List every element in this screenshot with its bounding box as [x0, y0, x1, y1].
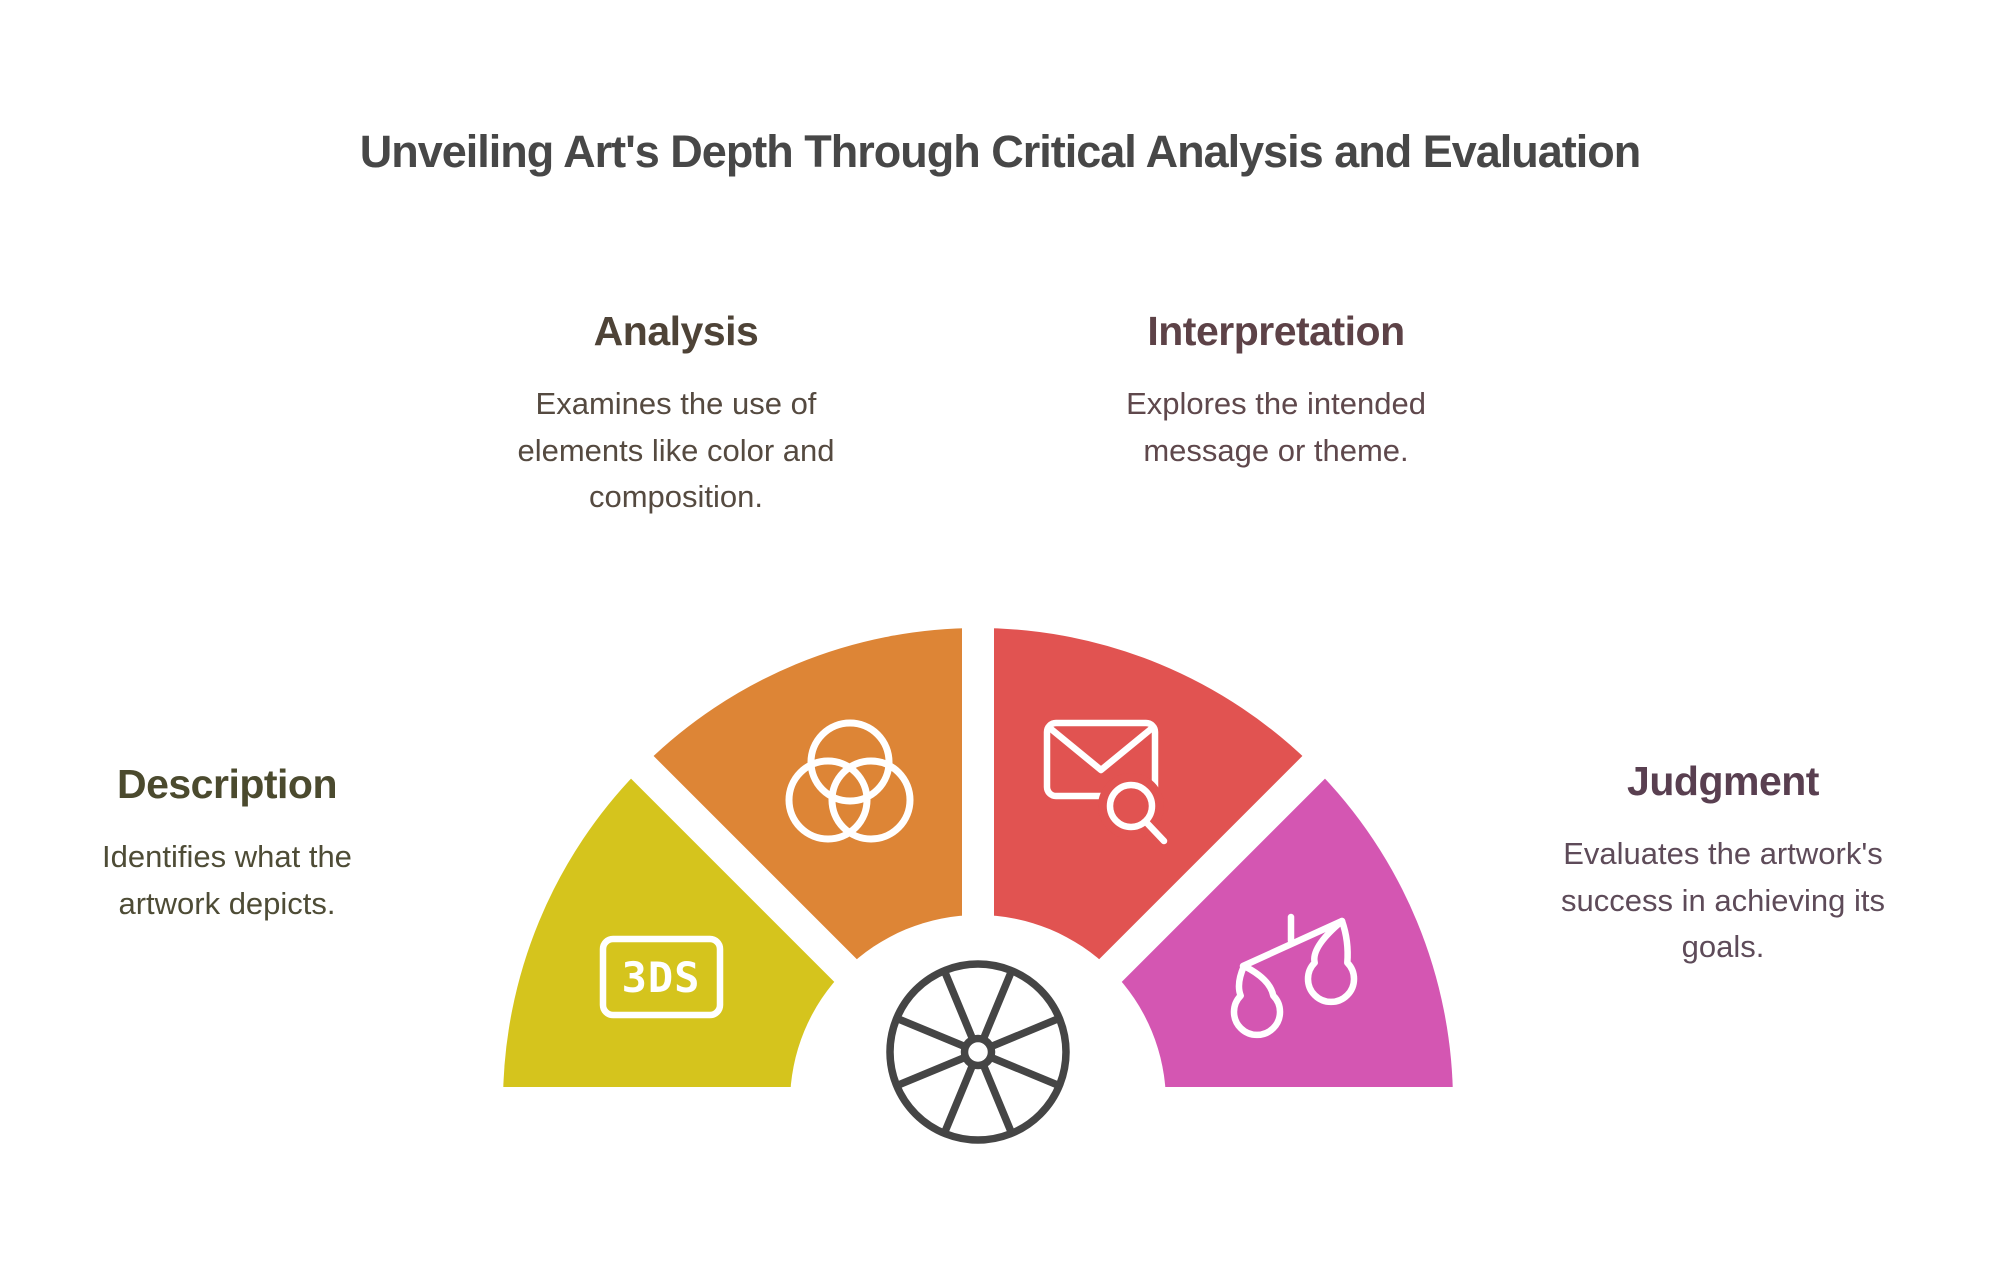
3ds-badge-icon — [599, 935, 724, 1019]
section-analysis: Analysis Examines the use of elements li… — [456, 308, 896, 521]
mail-search-icon — [1043, 719, 1168, 845]
section-body-judgment: Evaluates the artwork's success in achie… — [1561, 836, 1885, 964]
section-heading-interpretation: Interpretation — [1147, 308, 1405, 354]
spoked-wheel-icon — [886, 960, 1070, 1144]
balance-scale-icon — [1230, 913, 1358, 1039]
section-heading-judgment: Judgment — [1627, 758, 1819, 804]
section-body-description: Identifies what the artwork depicts. — [102, 839, 352, 921]
page-title: Unveiling Art's Depth Through Critical A… — [359, 126, 1642, 177]
section-heading-analysis: Analysis — [593, 308, 759, 354]
section-judgment: Judgment Evaluates the artwork's success… — [1503, 758, 1943, 971]
section-body-analysis: Examines the use of elements like color … — [517, 386, 835, 514]
overlapping-circles-icon — [785, 719, 914, 843]
section-heading-description: Description — [116, 761, 338, 807]
section-interpretation: Interpretation Explores the intended mes… — [1056, 308, 1496, 474]
magnifier — [1106, 781, 1168, 845]
3ds-badge-label: 3DS — [622, 953, 701, 1002]
section-body-interpretation: Explores the intended message or theme. — [1126, 386, 1426, 468]
section-description: Description Identifies what the artwork … — [27, 761, 427, 927]
